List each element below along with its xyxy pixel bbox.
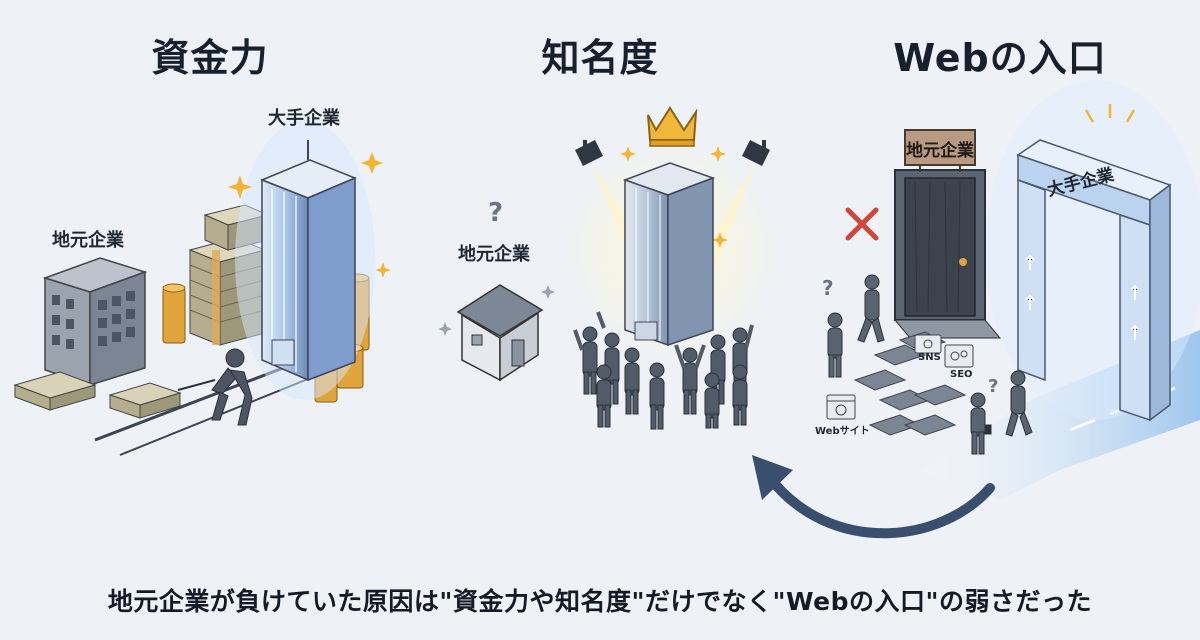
crown-icon (647, 106, 698, 147)
question-mark-icon: ? (822, 276, 834, 300)
website-icon (826, 394, 856, 420)
panel-capital (13, 120, 391, 456)
panel-title-recognition: 知名度 (541, 36, 659, 80)
sns-icon (914, 334, 942, 354)
local-office-building (42, 257, 148, 387)
cross-mark-icon (845, 207, 879, 241)
seo-icon (944, 344, 974, 368)
local-company-door (893, 129, 1002, 339)
famous-company-tower (622, 162, 716, 347)
panel-title-capital: 資金力 (151, 36, 269, 80)
label-local-company: 地元企業 (458, 244, 530, 265)
large-company-tower (235, 120, 375, 400)
panel-web-entrance (752, 80, 1200, 539)
question-mark-icon: ? (988, 376, 999, 397)
sparkle-icon (228, 152, 391, 278)
door-sign-label: 地元企業 (906, 141, 974, 161)
panel-title-web-entrance: Webの入口 (893, 36, 1107, 80)
spotlight-icon (575, 140, 770, 166)
return-arrow (752, 455, 995, 539)
label-website: Webサイト (815, 426, 870, 437)
small-cash-stack (13, 371, 182, 419)
question-mark-icon: ? (488, 198, 504, 228)
label-sns: SNS (918, 352, 941, 363)
crowd-of-people (573, 311, 754, 430)
sparkle-icon (620, 146, 728, 248)
sparkle-icon (438, 285, 555, 336)
worker-figure (177, 348, 253, 426)
door-sign-board (904, 129, 976, 166)
small-house (456, 284, 544, 382)
stepping-stones (853, 331, 967, 436)
sparkle-lines (1084, 104, 1136, 123)
label-local-company: 地元企業 (52, 230, 124, 251)
summary-caption: 地元企業が負けていた原因は"資金力や知名度"だけでなく"Webの入口"の弱さだっ… (107, 587, 1093, 616)
large-company-gate (985, 80, 1200, 422)
label-large-company: 大手企業 (268, 108, 340, 129)
confused-people (827, 274, 1033, 455)
panel-recognition (438, 106, 782, 430)
label-seo: SEO (950, 369, 973, 380)
